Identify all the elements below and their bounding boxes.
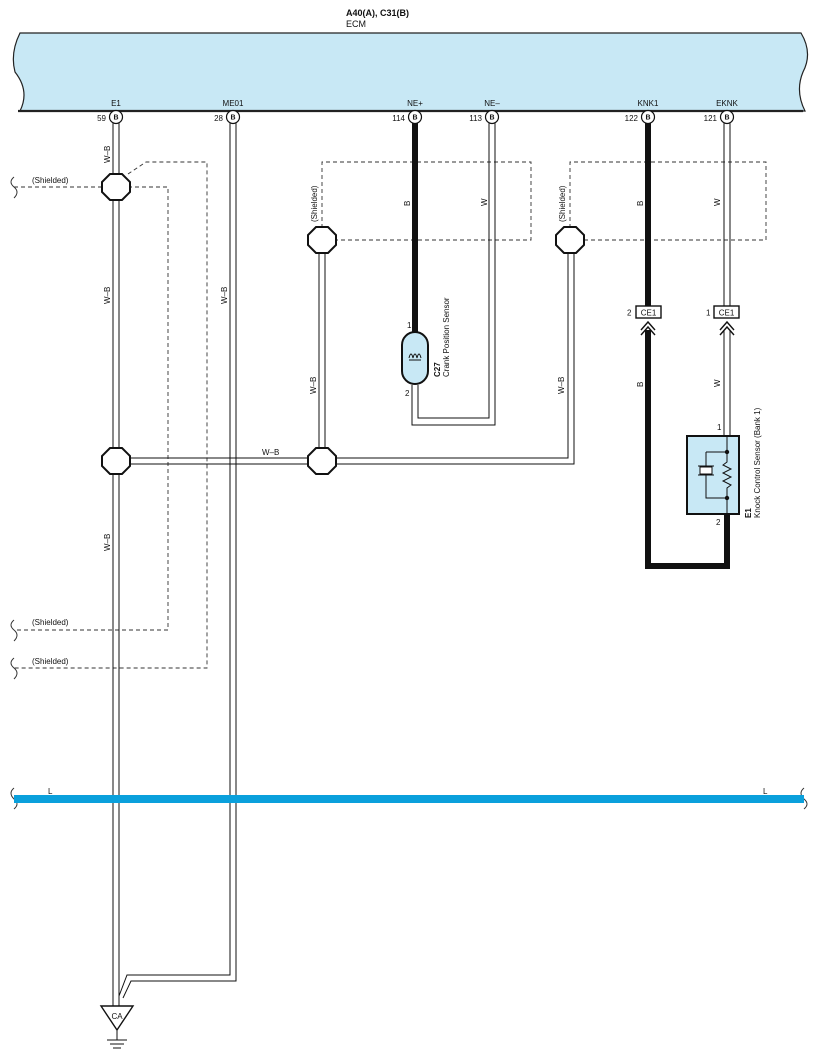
knock-control-sensor: 1 2 E1 Knock Control Sensor (Bank 1) <box>686 407 762 527</box>
splice-e1-lower <box>101 447 131 475</box>
svg-text:CE1: CE1 <box>719 309 735 318</box>
pin-number-ne-minus: 113 <box>469 114 482 123</box>
terminal-name-me01: ME01 <box>223 99 244 108</box>
wire-label-ne-minus: W <box>480 198 489 206</box>
wire-label-knk1-bottom: B <box>636 382 645 387</box>
terminal-eknk: B <box>719 109 735 125</box>
ecm-name-label: ECM <box>346 19 366 29</box>
knock-sensor-code: E1 <box>744 508 753 518</box>
crank-sensor-pin1: 1 <box>407 321 412 330</box>
wire-label-l-right: L <box>763 787 768 796</box>
terminal-name-knk1: KNK1 <box>638 99 659 108</box>
ground-triangle-icon <box>99 1005 135 1032</box>
ecm-block <box>12 32 809 112</box>
wire-e1-wb <box>112 122 120 1006</box>
terminal-name-ne-minus: NE– <box>484 99 500 108</box>
splice-drain-center <box>307 447 337 475</box>
terminal-ne-minus: B <box>484 109 500 125</box>
ground-label: CA <box>111 1012 123 1021</box>
ecm-connectors-label: A40(A), C31(B) <box>346 8 409 18</box>
svg-text:B: B <box>113 115 118 122</box>
terminal-name-ne-plus: NE+ <box>407 99 423 108</box>
splice-crank-shield <box>307 226 337 254</box>
wire-label-eknk-top: W <box>713 198 722 206</box>
wire-ne-minus-w <box>411 122 496 426</box>
terminal-me01: B <box>225 109 241 125</box>
wire-label-e1-bottom: W–B <box>103 534 112 551</box>
splice-e1-upper <box>101 173 131 201</box>
resistor-icon <box>721 452 733 514</box>
ground-point: CA <box>99 1005 135 1049</box>
shielded-label-5: (Shielded) <box>558 185 567 222</box>
wire-shield-drain-wb <box>130 252 575 465</box>
wire-label-knock-shield: W–B <box>557 377 566 394</box>
pin-number-knk1: 122 <box>625 114 639 123</box>
terminal-name-e1: E1 <box>111 99 121 108</box>
ground-icon <box>107 1030 127 1049</box>
pin-number-ne-plus: 114 <box>392 114 405 123</box>
ce1-pin-knk: 2 <box>627 309 632 318</box>
knock-sensor-pin2: 2 <box>716 518 721 527</box>
svg-text:CE1: CE1 <box>641 309 657 318</box>
svg-text:B: B <box>230 115 235 122</box>
wire-label-e1-top: W–B <box>103 146 112 163</box>
wire-me01-wb <box>118 122 237 999</box>
crank-sensor-name: Crank Position Sensor <box>442 297 451 377</box>
wire-label-e1-mid: W–B <box>103 287 112 304</box>
knock-sensor-pin1: 1 <box>717 423 722 432</box>
chevron-up-icon <box>719 320 735 336</box>
ce1-connector-eknk <box>713 305 740 319</box>
wire-label-eknk-bottom: W <box>713 379 722 387</box>
crank-sensor-pin2: 2 <box>405 389 410 398</box>
crank-position-sensor: 1 2 C27 Crank Position Sensor <box>401 297 451 398</box>
wire-knk1-b-lower <box>645 330 730 569</box>
terminal-circles: B B B B B B <box>108 109 735 125</box>
svg-text:B: B <box>724 115 729 122</box>
terminal-e1: B <box>108 109 124 125</box>
wire-label-drain: W–B <box>262 448 279 457</box>
svg-text:B: B <box>412 115 417 122</box>
knock-sensor-name: Knock Control Sensor (Bank 1) <box>753 407 762 518</box>
piezo-element-icon <box>699 466 713 475</box>
wire-label-me01: W–B <box>220 287 229 304</box>
ce1-connector-knk <box>635 305 662 319</box>
shielded-label-4: (Shielded) <box>310 185 319 222</box>
wire-label-crank-shield: W–B <box>309 377 318 394</box>
pin-number-eknk: 121 <box>704 114 718 123</box>
svg-text:B: B <box>489 115 494 122</box>
wire-label-ne-plus: B <box>403 201 412 206</box>
shielded-label-2: (Shielded) <box>32 618 69 627</box>
svg-text:B: B <box>645 115 650 122</box>
chevron-up-icon <box>640 320 656 336</box>
pin-number-e1: 59 <box>97 114 106 123</box>
wire-label-knk1-top: B <box>636 201 645 206</box>
crank-sensor-code: C27 <box>433 362 442 377</box>
coil-icon <box>408 353 422 359</box>
pin-number-me01: 28 <box>214 114 223 123</box>
wire-label-l-left: L <box>48 787 53 796</box>
break-marks <box>10 176 808 810</box>
inline-connector-ce1: CE1 2 CE1 1 <box>627 305 740 336</box>
shielded-label-3: (Shielded) <box>32 657 69 666</box>
wire-eknk-w <box>723 122 731 436</box>
shielded-label-1: (Shielded) <box>32 176 69 185</box>
splice-knock-shield <box>555 226 585 254</box>
terminal-ne-plus: B <box>407 109 423 125</box>
splice-points <box>101 173 585 475</box>
terminal-name-eknk: EKNK <box>716 99 738 108</box>
terminal-knk1: B <box>640 109 656 125</box>
shield-boundaries <box>14 161 767 669</box>
ce1-pin-eknk: 1 <box>706 309 711 318</box>
